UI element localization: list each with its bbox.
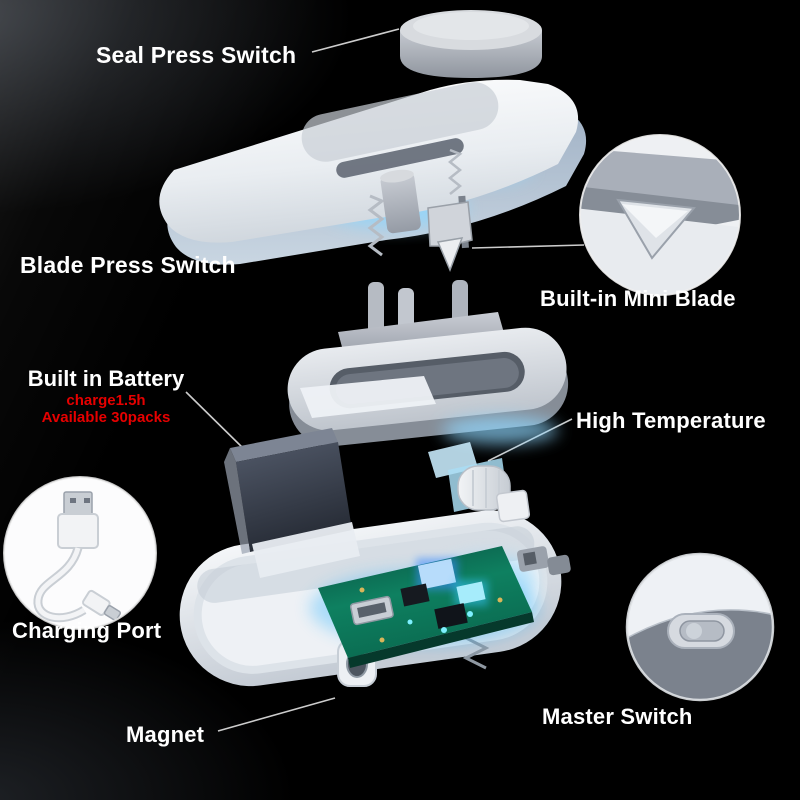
connector-parts	[516, 546, 571, 576]
blade-closeup-inset	[579, 134, 741, 296]
leader-magnet	[217, 697, 336, 732]
battery	[224, 428, 360, 578]
master-switch-closeup-inset	[625, 552, 775, 702]
mini-blade	[436, 237, 464, 273]
label-battery-note-1: charge1.5h	[66, 392, 146, 409]
circuit-board	[310, 546, 540, 668]
top-shell	[159, 79, 587, 265]
label-battery-note-2: Available 30packs	[41, 409, 171, 426]
label-blade-press-switch: Blade Press Switch	[20, 252, 236, 278]
label-high-temperature: High Temperature	[576, 408, 766, 433]
label-built-in-battery-block: Built in Battery charge1.5h Available 30…	[6, 366, 206, 426]
usb-cable-icon	[33, 491, 121, 623]
micro-usb-port	[349, 595, 394, 626]
charging-cable-inset	[3, 476, 157, 630]
top-cap	[400, 10, 542, 78]
battery-tray	[252, 522, 360, 578]
label-charging-port: Charging Port	[12, 618, 162, 643]
blade-press-assembly	[367, 148, 473, 273]
heating-element	[428, 442, 531, 523]
leader-battery	[185, 391, 248, 453]
label-built-in-battery: Built in Battery	[27, 366, 185, 391]
label-seal-press-switch: Seal Press Switch	[96, 42, 297, 68]
leader-seal-press-switch	[311, 28, 400, 53]
sealing-strip	[300, 376, 436, 418]
leader-mini-blade	[471, 244, 585, 249]
label-master-switch: Master Switch	[542, 704, 693, 729]
label-built-in-mini-blade: Built-in Mini Blade	[540, 286, 736, 311]
ring-glow	[442, 416, 558, 444]
label-magnet: Magnet	[126, 722, 205, 747]
